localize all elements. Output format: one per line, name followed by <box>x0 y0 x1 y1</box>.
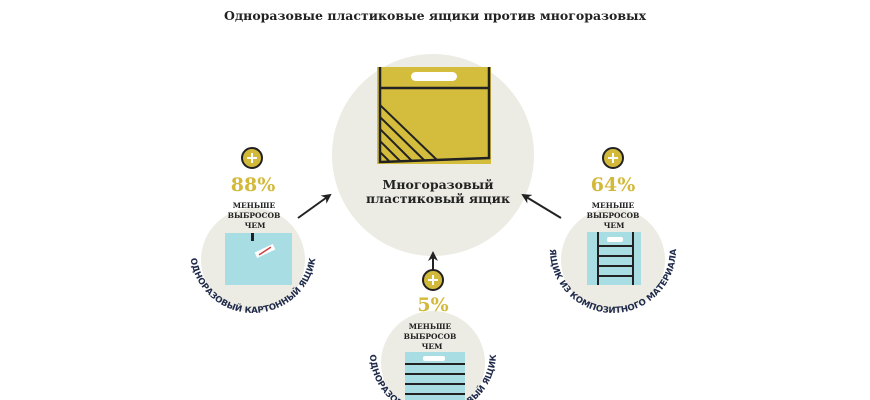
emissions-label: ВЫБРОСОВ <box>587 211 640 220</box>
less-label: МЕНЬШЕ <box>409 322 452 331</box>
than-label: ЧЕМ <box>245 221 266 230</box>
disposable-crate-icon <box>405 352 465 400</box>
cardboard-box-icon <box>225 233 292 285</box>
percent-value: 64% <box>591 174 636 196</box>
than-label: ЧЕМ <box>604 221 625 230</box>
arrow-left <box>297 193 332 219</box>
item-cardboard: 88% МЕНЬШЕ ВЫБРОСОВ ЧЕМ ОДНОРАЗОВЫЙ КАРТ… <box>188 147 318 316</box>
less-label: МЕНЬШЕ <box>233 201 276 210</box>
arrow-right <box>521 193 562 219</box>
composite-crate-icon <box>587 232 641 285</box>
percent-value: 5% <box>417 294 448 316</box>
less-label: МЕНЬШЕ <box>592 201 635 210</box>
emissions-label: ВЫБРОСОВ <box>404 332 457 341</box>
center-label-line2: пластиковый ящик <box>366 191 510 206</box>
center-node: Многоразовый пластиковый ящик <box>332 54 534 256</box>
plus-icon <box>602 147 624 169</box>
plus-icon <box>422 269 444 291</box>
than-label: ЧЕМ <box>422 342 443 351</box>
reusable-crate-icon <box>377 67 491 164</box>
plus-icon <box>241 147 263 169</box>
item-composite: 64% МЕНЬШЕ ВЫБРОСОВ ЧЕМ ЯЩИК ИЗ КОМПОЗИТ… <box>547 147 679 316</box>
center-label-line1: Многоразовый <box>383 177 494 192</box>
item-disposable-plastic: 5% МЕНЬШЕ ВЫБРОСОВ ЧЕМ ОДНОРАЗОВЫЙ ПЛАСТ… <box>367 269 499 400</box>
percent-value: 88% <box>231 174 276 196</box>
page-title: Одноразовые пластиковые ящики против мно… <box>224 8 647 23</box>
emissions-label: ВЫБРОСОВ <box>228 211 281 220</box>
